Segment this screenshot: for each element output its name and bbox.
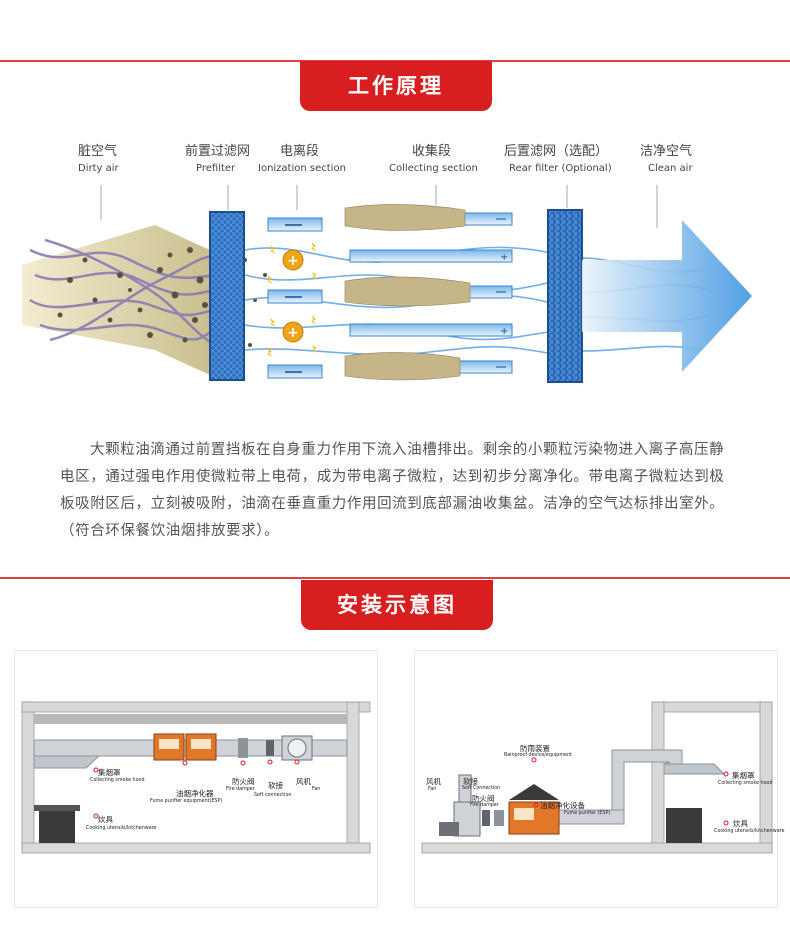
label-prefilter-en: Prefilter [196,163,236,174]
ionization-plates [267,217,323,379]
ceiling-beam [34,714,347,724]
left-soft-cn: 软接 [268,781,283,790]
label-rear-filter-cn: 后置滤网（选配） [504,144,609,159]
oil-deposits [344,204,471,381]
label-ionization-en: Ionization section [258,163,346,174]
install-diagram-rooftop [414,650,778,908]
right-rain-en: Rainproof device/equipment [504,753,572,758]
stove-top [34,805,80,811]
right-fan-en: Fan [428,787,437,792]
svg-text:+: + [287,253,299,269]
right-damper-en: Fire damper [470,803,499,808]
left-hood-cn: 集烟罩 [98,768,121,777]
esp-principle-diagram: + + + + [22,185,752,383]
install-diagram-indoor [14,650,378,908]
smoke-hood [33,755,101,769]
building-walls [421,701,773,854]
section-title-principle: 工作原理 [300,61,492,111]
soft-connection [482,810,490,826]
dust-particles [57,247,267,347]
left-hood-en: Collecting smoke hood [90,778,145,783]
section-title-install: 安装示意图 [301,580,493,630]
label-collecting-cn: 收集段 [412,144,452,159]
rainproof-cover [509,784,559,800]
fire-damper [494,810,504,826]
fire-damper [238,738,248,758]
right-damper-cn: 防火阀 [472,794,495,803]
clean-air-arrow [582,220,752,372]
smoke-hood [663,763,726,775]
left-stove-cn: 炊具 [98,815,113,824]
right-stove-en: Cooking utensils/kitchenware [714,829,785,834]
label-ionization-cn: 电离段 [280,144,320,159]
right-rain-cn: 防雨装置 [520,744,550,753]
fan-wheel [287,738,307,758]
fan-motor [439,822,459,836]
label-dirty-air-cn: 脏空气 [78,144,118,159]
left-damper-en: Fire damper [226,787,255,792]
label-collecting-en: Collecting section [389,163,478,174]
svg-text:+: + [500,252,508,263]
building-walls [21,701,371,854]
right-hood-cn: 集烟罩 [732,771,755,780]
left-esp-en: Fume purifier equipment(ESP) [150,799,223,804]
label-prefilter-cn: 前置过滤网 [185,144,251,159]
right-soft-cn: 软接 [463,777,478,786]
left-soft-en: Soft connection [254,793,292,798]
prefilter-mesh [209,211,245,381]
right-esp-cn: 油烟净化设备 [540,801,585,810]
label-clean-air-cn: 洁净空气 [640,144,693,159]
label-rear-filter-en: Rear filter (Optional) [509,163,612,174]
right-stove-cn: 炊具 [733,819,748,828]
svg-text:+: + [500,326,508,337]
right-hood-en: Collecting smoke hood [718,781,773,786]
left-stove-en: Cooking utensils/kitchenware [86,826,157,831]
principle-description: 大颗粒油滴通过前置挡板在自身重力作用下流入油槽排出。剩余的小颗粒污染物进入离子高… [60,442,725,539]
fan-outlet [458,774,472,803]
esp-panel-1 [159,739,179,749]
soft-connection [266,740,274,756]
dirty-air-wisps [29,238,216,347]
diagram-frame [414,650,778,908]
left-fan-en: Fan [312,787,321,792]
right-esp-en: Fume purifier (ESP) [564,811,611,816]
left-damper-cn: 防火阀 [232,777,255,786]
right-fan-cn: 风机 [426,777,441,786]
ion-charges: + + [267,242,318,357]
rear-filter-mesh [547,209,583,383]
rear-filter-ribs [553,210,579,382]
label-clean-air-en: Clean air [648,163,693,174]
right-soft-en: Soft Connection [462,786,501,791]
cooking-stove [666,808,702,843]
divider-install [0,577,790,579]
left-fan-cn: 风机 [296,777,311,786]
svg-text:+: + [287,325,299,341]
esp-panel [514,808,534,820]
esp-panel-2 [191,739,211,749]
cooking-stove [39,808,75,843]
diagram-frame [14,650,378,908]
left-esp-cn: 油烟净化器 [176,789,214,798]
label-dirty-air-en: Dirty air [78,163,119,174]
